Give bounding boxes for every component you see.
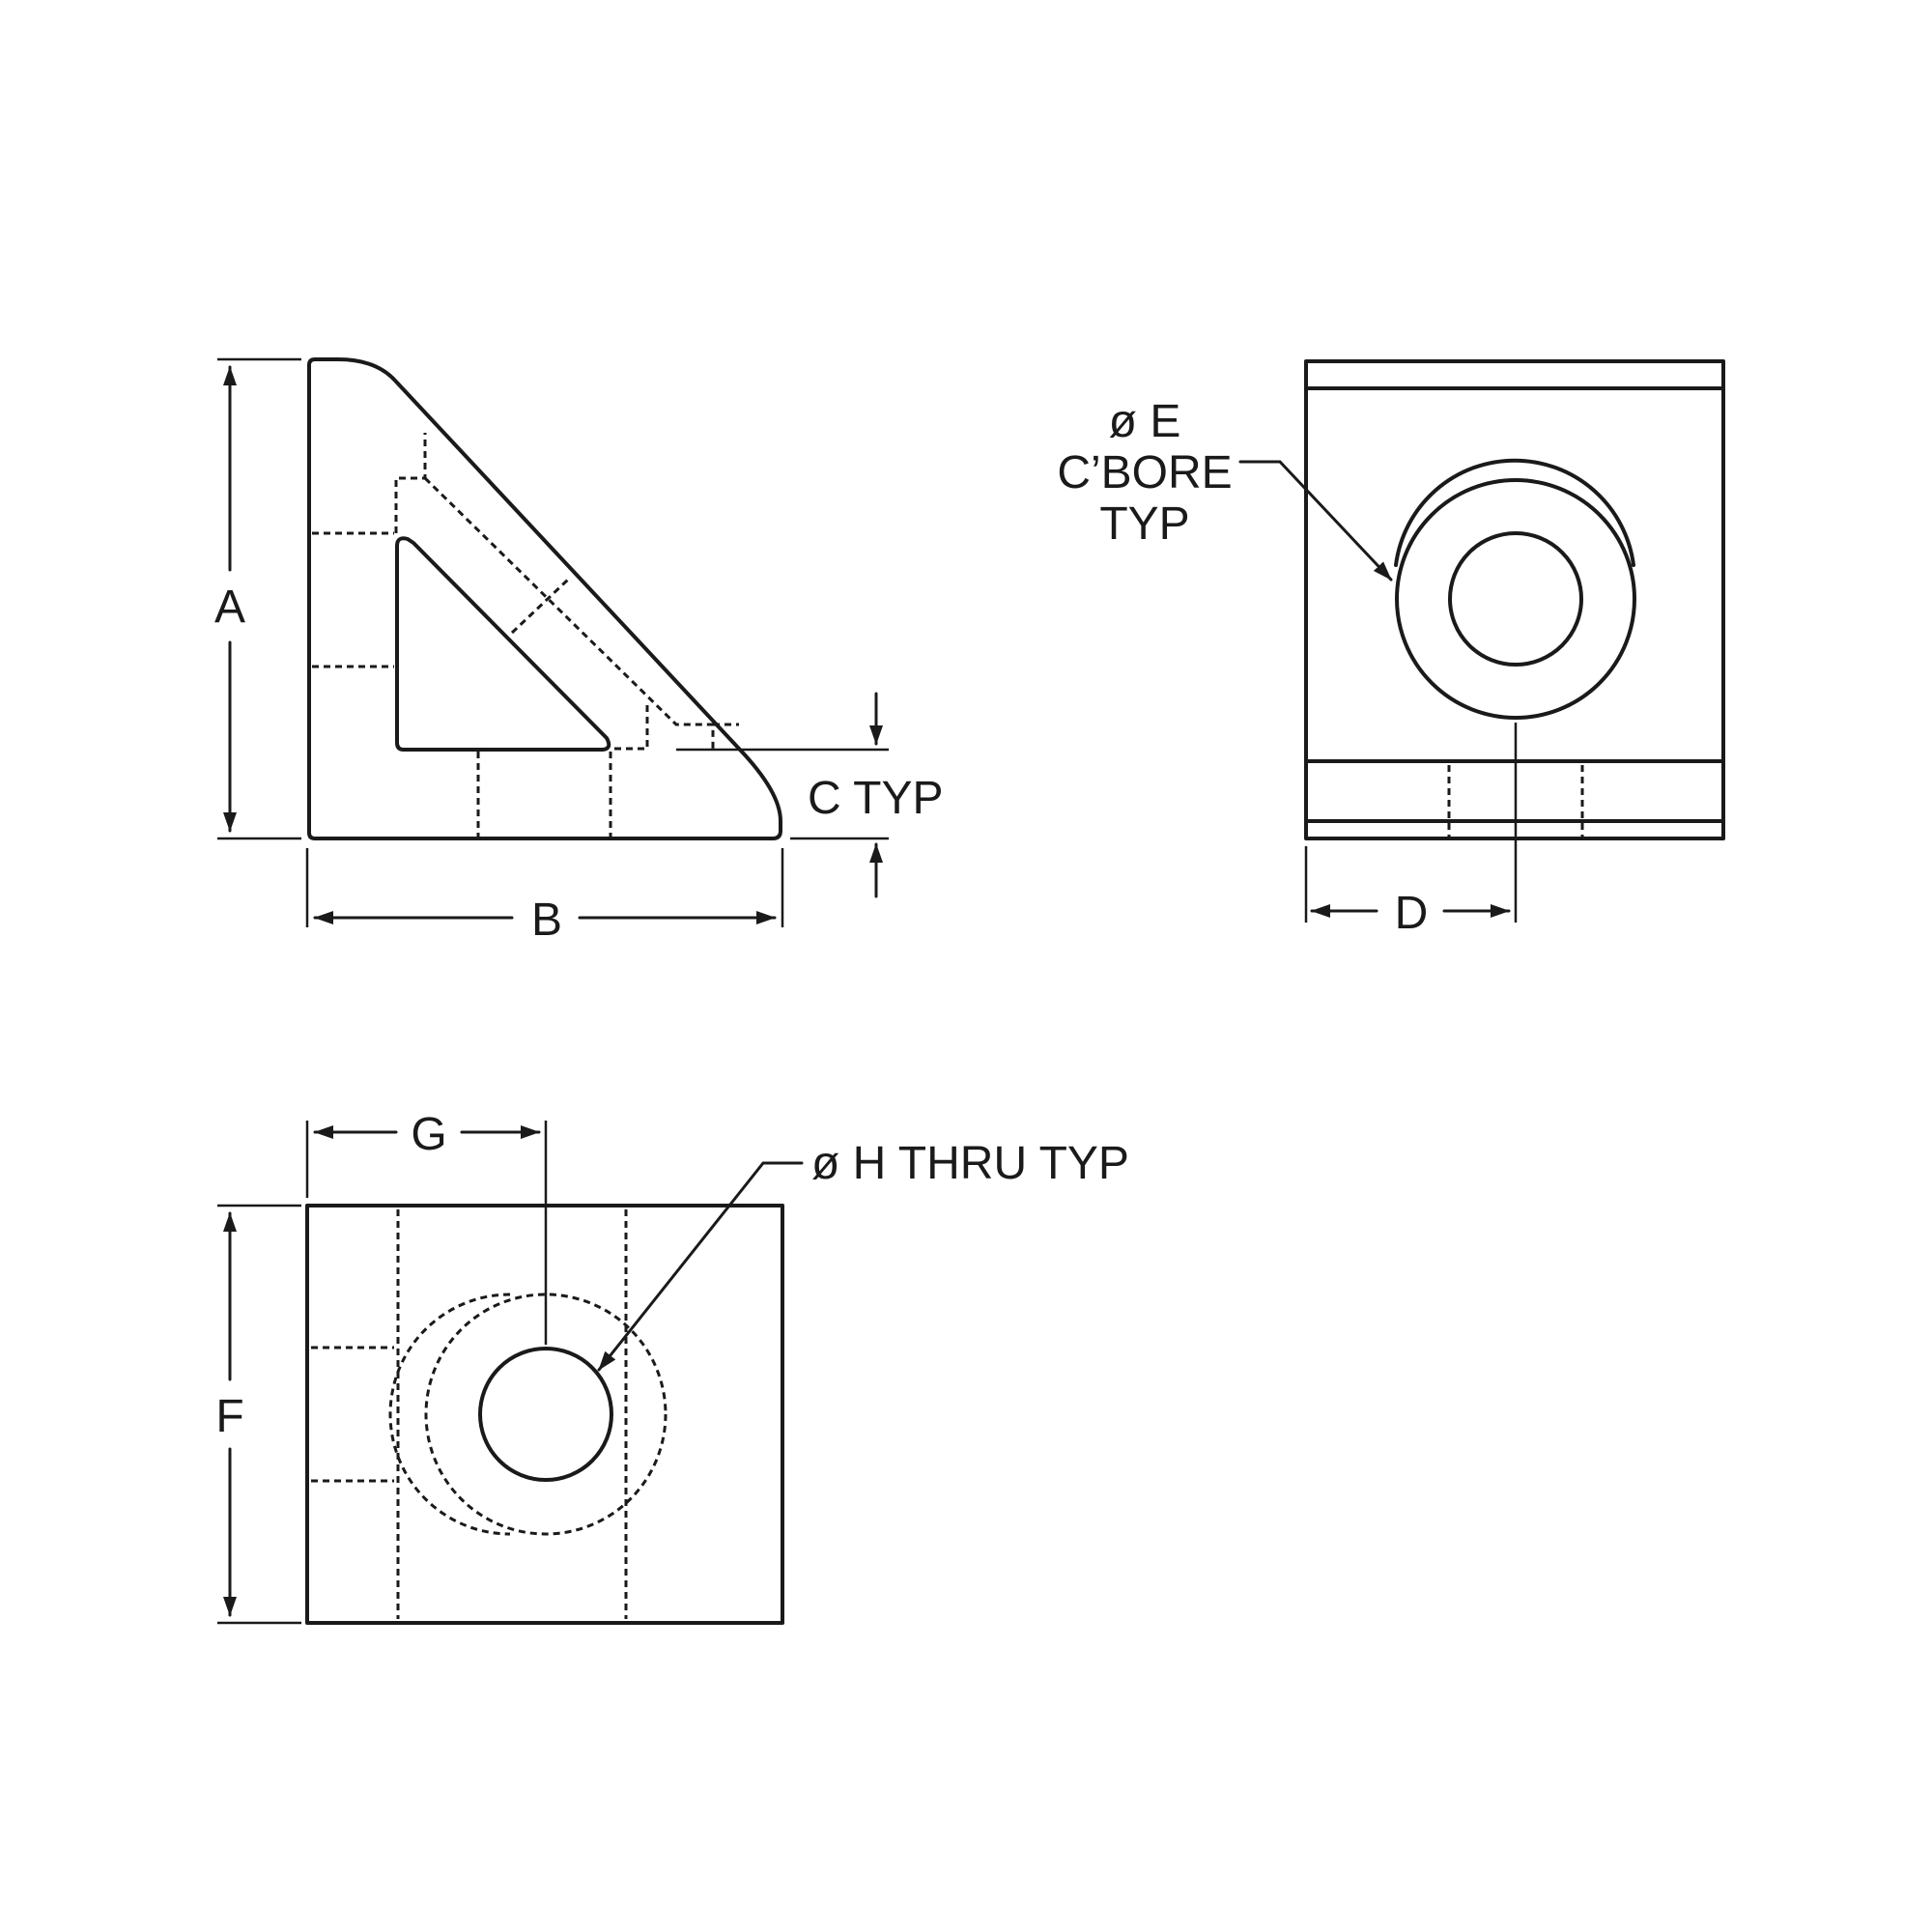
dimension-b: B (313, 895, 777, 946)
thru-hole-circle (1448, 531, 1583, 667)
dimension-f: F (215, 1211, 244, 1617)
side-view-hidden-lines (312, 433, 739, 837)
dimension-g: G (313, 1109, 541, 1160)
callout-h: ø H THRU TYP (597, 1138, 1129, 1372)
side-view: A B C TYP (214, 357, 943, 946)
dim-a-label: A (214, 582, 245, 633)
dim-e-label-line1: ø E (1109, 396, 1181, 447)
dim-e-label-line2: C’BORE (1057, 447, 1232, 498)
cbore-back-arc (1394, 458, 1635, 567)
dimension-c: C TYP (808, 692, 943, 898)
side-view-window (395, 536, 611, 752)
dimension-d: D (1310, 888, 1511, 939)
callout-e: ø E C’BORE TYP (1057, 396, 1393, 582)
dim-b-label: B (531, 895, 562, 946)
top-view: F G ø H THRU TYP (215, 1109, 1129, 1625)
cbore-circle (1395, 478, 1636, 720)
top-view-thru-hole (478, 1347, 613, 1482)
dim-g-label: G (411, 1109, 446, 1160)
dim-h-label: ø H THRU TYP (811, 1138, 1129, 1189)
dim-f-label: F (215, 1391, 243, 1442)
dimension-a: A (214, 365, 245, 833)
side-view-outline (307, 357, 782, 840)
dim-d-label: D (1395, 888, 1429, 939)
top-view-hidden-lines (311, 1209, 668, 1619)
front-view: D ø E C’BORE TYP (1057, 359, 1725, 939)
dim-c-label: C TYP (808, 773, 943, 824)
dim-e-label-line3: TYP (1099, 498, 1189, 550)
